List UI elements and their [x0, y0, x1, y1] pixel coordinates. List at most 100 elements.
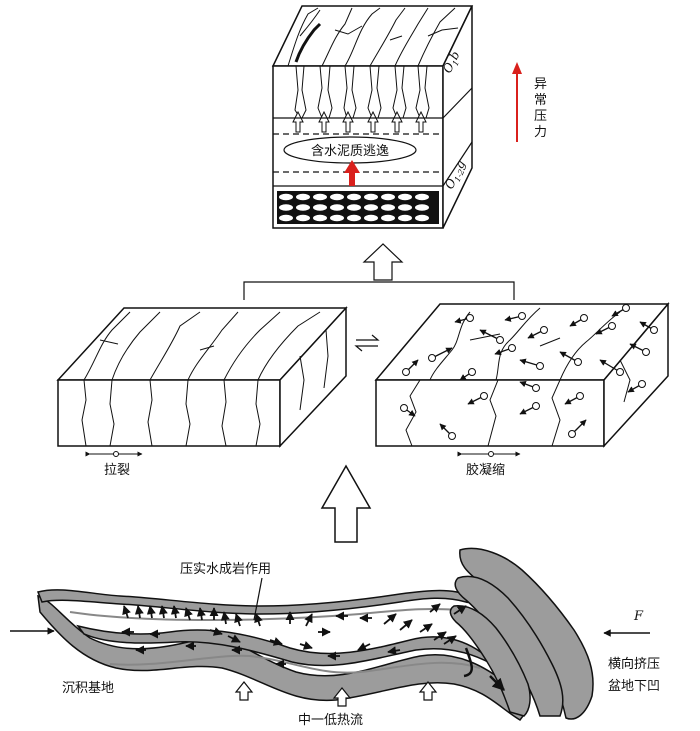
red-pressure-arrow-inner: [344, 160, 360, 186]
escape-ellipse: [283, 136, 417, 164]
chain-link: [313, 204, 327, 211]
fluid-flow-arrow: [220, 611, 230, 625]
lateral-compression-label: 横向挤压: [608, 656, 660, 672]
fluid-flow-arrow: [209, 627, 223, 636]
gel-particle: [622, 304, 630, 312]
cracking-scale: [85, 451, 143, 457]
gel-particle: [468, 368, 476, 376]
gel-particle: [574, 358, 582, 366]
chain-link: [347, 214, 361, 222]
basin-depression-label: 盆地下凹: [608, 679, 660, 694]
fluid-flow-arrow: [304, 613, 313, 627]
gel-particle: [580, 314, 588, 322]
gel-particle: [532, 384, 540, 392]
gel-particle: [402, 368, 410, 376]
thrust-slab-3: [449, 605, 531, 717]
top-face-thick-crack: [294, 22, 322, 63]
chain-link: [313, 193, 327, 201]
chain-link: [279, 214, 293, 222]
chain-link: [347, 193, 361, 201]
bracket-connector: [243, 281, 515, 300]
gel-particle: [400, 404, 408, 412]
compaction-label: 压实水成岩作用: [180, 562, 271, 577]
fluid-flow-arrow: [419, 623, 433, 633]
chain-link: [364, 214, 378, 222]
cracking-label: 拉裂: [104, 463, 130, 478]
fluid-flow-arrow: [433, 631, 447, 641]
gel-particle: [480, 392, 488, 400]
fluid-flow-arrow: [146, 605, 156, 619]
layer-line-1-side: [442, 87, 473, 119]
chain-link: [381, 204, 395, 211]
gel-particle: [540, 326, 548, 334]
fluid-flow-arrow: [227, 634, 241, 643]
svg-text:异: 异: [534, 77, 547, 92]
fluid-flow-arrow: [234, 613, 243, 627]
gel-particle: [616, 368, 624, 376]
chain-link: [415, 214, 429, 222]
basin-label: 沉积基地: [62, 681, 114, 696]
abnormal-pressure-label: 异 常 压 力: [534, 77, 547, 140]
front-face-columns: [294, 65, 430, 119]
gel-label: 胶凝缩: [466, 462, 505, 478]
upward-escape-arrows: [292, 110, 427, 133]
fluid-flow-arrow: [134, 605, 144, 619]
chain-link: [364, 204, 378, 211]
gel-particle: [508, 344, 516, 352]
svg-text:常: 常: [534, 93, 547, 108]
chain-link: [398, 193, 412, 201]
fluid-flow-arrow: [443, 635, 457, 645]
fluid-flow-arrow: [399, 619, 413, 631]
gel-particle: [576, 392, 584, 400]
chain-link: [330, 214, 344, 222]
heat-flow-label: 中一低热流: [298, 713, 363, 728]
chain-link: [279, 204, 293, 211]
fluid-flow-arrow: [453, 605, 467, 615]
gel-scale: [457, 451, 521, 457]
fluid-flow-arrow: [196, 607, 206, 621]
gel-particle: [536, 362, 544, 370]
gel-particle: [638, 380, 646, 388]
chain-link: [296, 214, 310, 222]
heat-flow-arrows: [234, 681, 438, 707]
chain-link: [296, 193, 310, 201]
layer-line-2-side: [442, 141, 473, 187]
gel-particle: [532, 402, 540, 410]
chain-link: [279, 193, 293, 201]
fluid-flow-arrow: [184, 607, 193, 621]
fluid-flow-arrow: [158, 605, 168, 619]
cracking-block: [56, 306, 348, 448]
chain-link: [398, 214, 412, 222]
fluid-flow-arrow: [357, 642, 371, 651]
gel-particle: [518, 312, 526, 320]
fluid-flow-arrow: [170, 605, 180, 619]
gel-shrinkage-block: [374, 301, 670, 448]
svg-text:压: 压: [534, 109, 547, 124]
chain-link: [381, 193, 395, 201]
layer-label-bottom: O1-2g: [442, 158, 470, 193]
abnormal-pressure-arrow: [512, 62, 522, 142]
chain-link: [415, 193, 429, 201]
top-block: 含水泥质逃逸 O1b O1-2g: [271, 5, 474, 229]
chain-link: [381, 214, 395, 222]
chain-link: [398, 204, 412, 211]
fluid-flow-arrow: [254, 613, 263, 627]
chain-link: [313, 214, 327, 222]
hollow-up-arrow-large: [320, 464, 372, 543]
equilibrium-arrows: [354, 334, 380, 352]
chain-link: [364, 193, 378, 201]
gel-particle: [642, 348, 650, 356]
chain-link: [347, 204, 361, 211]
escape-label: 含水泥质逃逸: [311, 143, 389, 159]
top-face-cracks: [287, 7, 459, 67]
chain-link: [415, 204, 429, 211]
basin-cross-section: [36, 547, 594, 721]
chain-link: [330, 204, 344, 211]
top-block-top-face: [271, 5, 474, 67]
gel-particle: [428, 354, 436, 362]
gel-particle: [568, 430, 576, 438]
gel-particle: [608, 322, 616, 330]
svg-text:力: 力: [534, 125, 547, 140]
hollow-up-arrow-top: [362, 243, 404, 281]
